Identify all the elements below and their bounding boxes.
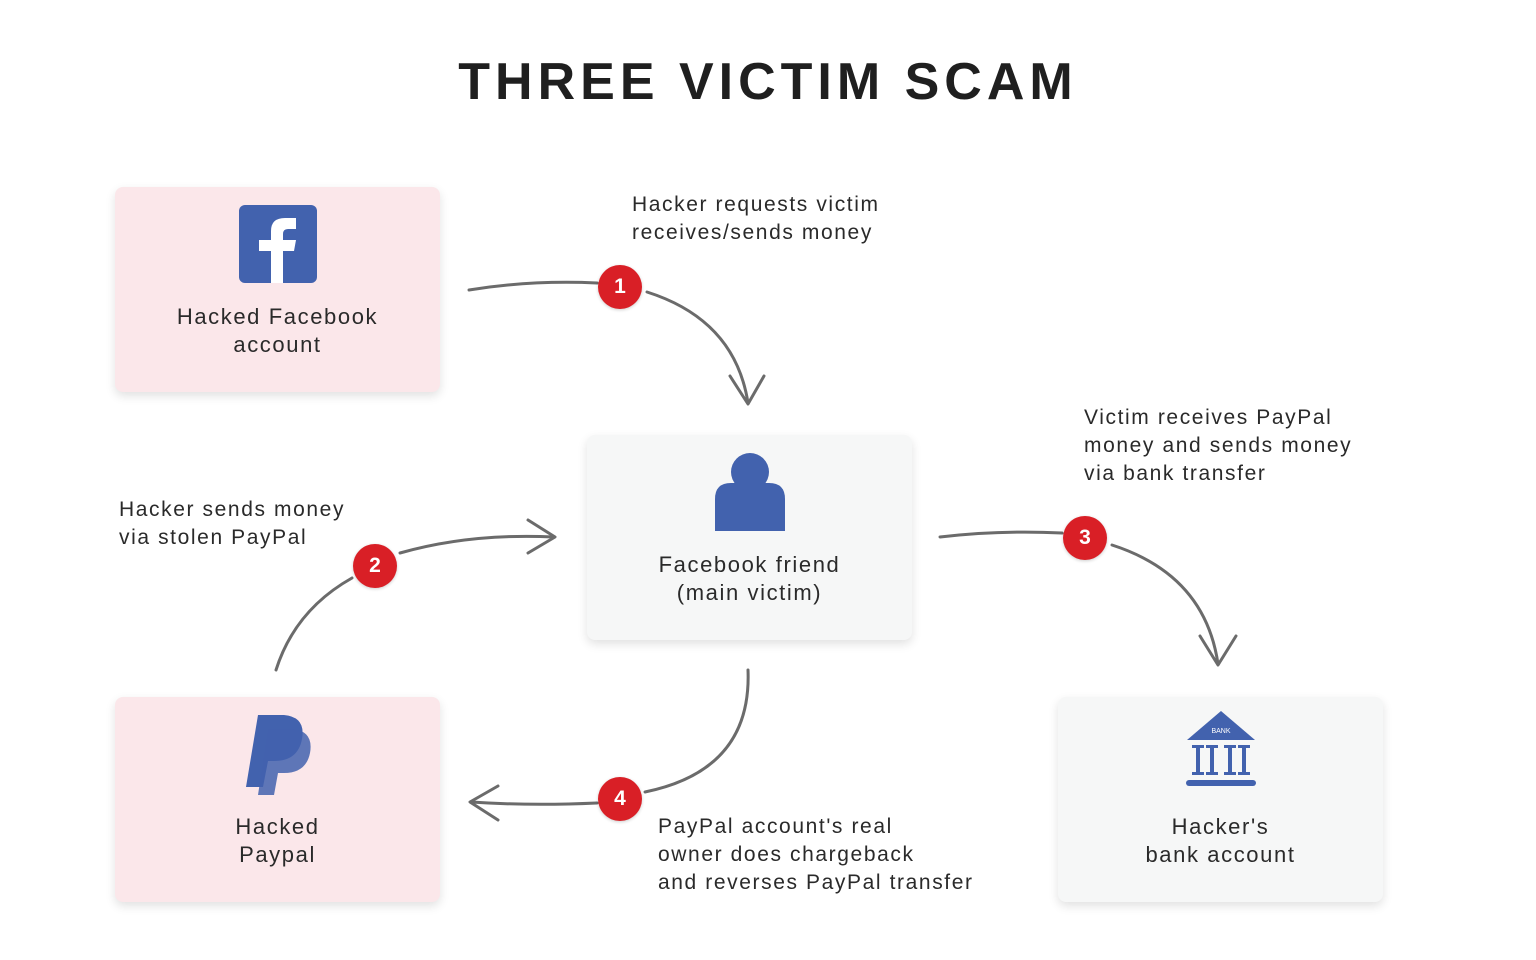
arrow-step-1 [467,280,766,406]
arrow-step-2 [274,518,557,672]
note-line: via stolen PayPal [119,526,308,549]
note-line: owner does chargeback [658,843,915,866]
step-4-description: PayPal account's real owner does chargeb… [658,813,974,897]
diagram-title: THREE VICTIM SCAM [458,53,1078,111]
step-badge-1: 1 [598,265,642,309]
bank-icon: BANK [1185,711,1256,786]
label-line: Paypal [239,842,316,867]
step-badge-3: 3 [1063,516,1107,560]
note-line: receives/sends money [632,221,873,244]
note-line: money and sends money [1084,434,1353,457]
node-label: Facebook friend (main victim) [587,551,912,607]
node-hacker-bank-account: BANK Hacker's bank account [1058,697,1383,902]
note-line: and reverses PayPal transfer [658,871,974,894]
node-label: Hacked Facebook account [115,303,440,359]
label-line: Facebook friend [658,552,841,577]
step-badge-2: 2 [353,544,397,588]
arrow-step-4 [468,668,750,822]
node-facebook-friend: Facebook friend (main victim) [587,435,912,640]
note-line: PayPal account's real [658,815,893,838]
facebook-icon [238,205,317,283]
step-1-description: Hacker requests victim receives/sends mo… [632,191,880,247]
node-hacked-paypal: Hacked Paypal [115,697,440,902]
label-line: Hacker's [1171,814,1270,839]
label-line: Hacked Facebook [176,304,379,329]
label-line: bank account [1145,842,1296,867]
step-badge-4: 4 [598,777,642,821]
bank-icon-text: BANK [1211,728,1230,735]
label-line: (main victim) [676,580,823,605]
person-icon [714,453,785,531]
node-label: Hacker's bank account [1058,813,1383,869]
note-line: via bank transfer [1084,462,1267,485]
node-label: Hacked Paypal [115,813,440,869]
label-line: account [233,332,322,357]
step-2-description: Hacker sends money via stolen PayPal [119,496,345,552]
arrow-step-3 [938,530,1238,667]
note-line: Hacker sends money [119,498,346,521]
node-hacked-facebook: Hacked Facebook account [115,187,440,392]
paypal-icon [245,715,311,795]
note-line: Victim receives PayPal [1084,406,1333,429]
step-3-description: Victim receives PayPal money and sends m… [1084,404,1352,488]
label-line: Hacked [235,814,320,839]
note-line: Hacker requests victim [632,193,880,216]
